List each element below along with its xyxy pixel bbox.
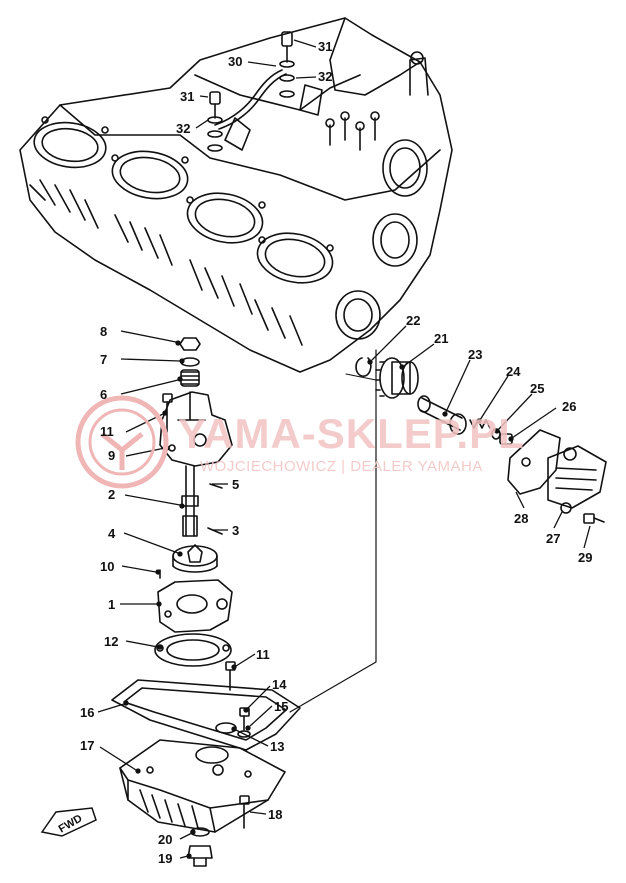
part-label: 25 [530, 381, 545, 396]
part-label: 31 [180, 89, 195, 104]
oil-pipe-30 [207, 31, 295, 152]
part-label: 26 [562, 399, 577, 414]
part-label: 31 [318, 39, 333, 54]
part-label: 16 [80, 705, 95, 720]
part-label: 20 [158, 832, 173, 847]
part-label: 22 [406, 313, 421, 328]
part-label: 27 [546, 531, 561, 546]
pump-housing-1 [157, 579, 233, 633]
spring-24 [469, 419, 491, 429]
circlip-22 [355, 357, 372, 377]
oil-pan-17 [119, 707, 286, 833]
part-label: 12 [104, 634, 119, 649]
part-label: 21 [434, 331, 449, 346]
part-label: 11 [256, 647, 270, 662]
part-label: 5 [232, 477, 240, 492]
drive-gear-21 [375, 357, 419, 399]
part-label: 14 [272, 677, 287, 692]
part-label: 23 [468, 347, 483, 362]
part-label: 6 [100, 387, 108, 402]
oil-pan-gasket-16 [111, 679, 301, 751]
part-label: 9 [108, 448, 116, 463]
pump-body-27 [547, 445, 607, 514]
part-label: 28 [514, 511, 529, 526]
watermark-dealer: WOJCIECHOWICZ | DEALER YAMAHA [200, 458, 483, 475]
part-label: 1 [108, 597, 116, 612]
part-label: 11 [100, 424, 114, 439]
pump-shaft-2 [181, 465, 223, 537]
gasket-12 [154, 633, 232, 667]
part-label: 13 [270, 739, 285, 754]
drive-shaft-23 [417, 395, 467, 435]
bolt-18 [239, 795, 250, 829]
part-label: 8 [100, 324, 108, 339]
part-label: 32 [318, 69, 333, 84]
part-label: 10 [100, 559, 115, 574]
watermark-logo-icon [75, 395, 169, 489]
part-label: 2 [108, 487, 116, 502]
bolt-29 [583, 513, 605, 524]
part-label: 24 [506, 364, 521, 379]
pump-rotor-4 [159, 544, 218, 579]
part-label: 32 [176, 121, 191, 136]
watermark-brand: YAMA-SKLEP.PL [178, 410, 525, 457]
part-label: 19 [158, 851, 173, 866]
part-label: 3 [232, 523, 240, 538]
part-label: 30 [228, 54, 243, 69]
part-label: 15 [274, 699, 289, 714]
fwd-arrow-icon [40, 807, 97, 837]
part-label: 18 [268, 807, 283, 822]
crankcase-block [19, 17, 453, 373]
part-label: 29 [578, 550, 593, 565]
part-label: 17 [80, 738, 95, 753]
part-label: 4 [108, 526, 116, 541]
part-label: 7 [100, 352, 108, 367]
